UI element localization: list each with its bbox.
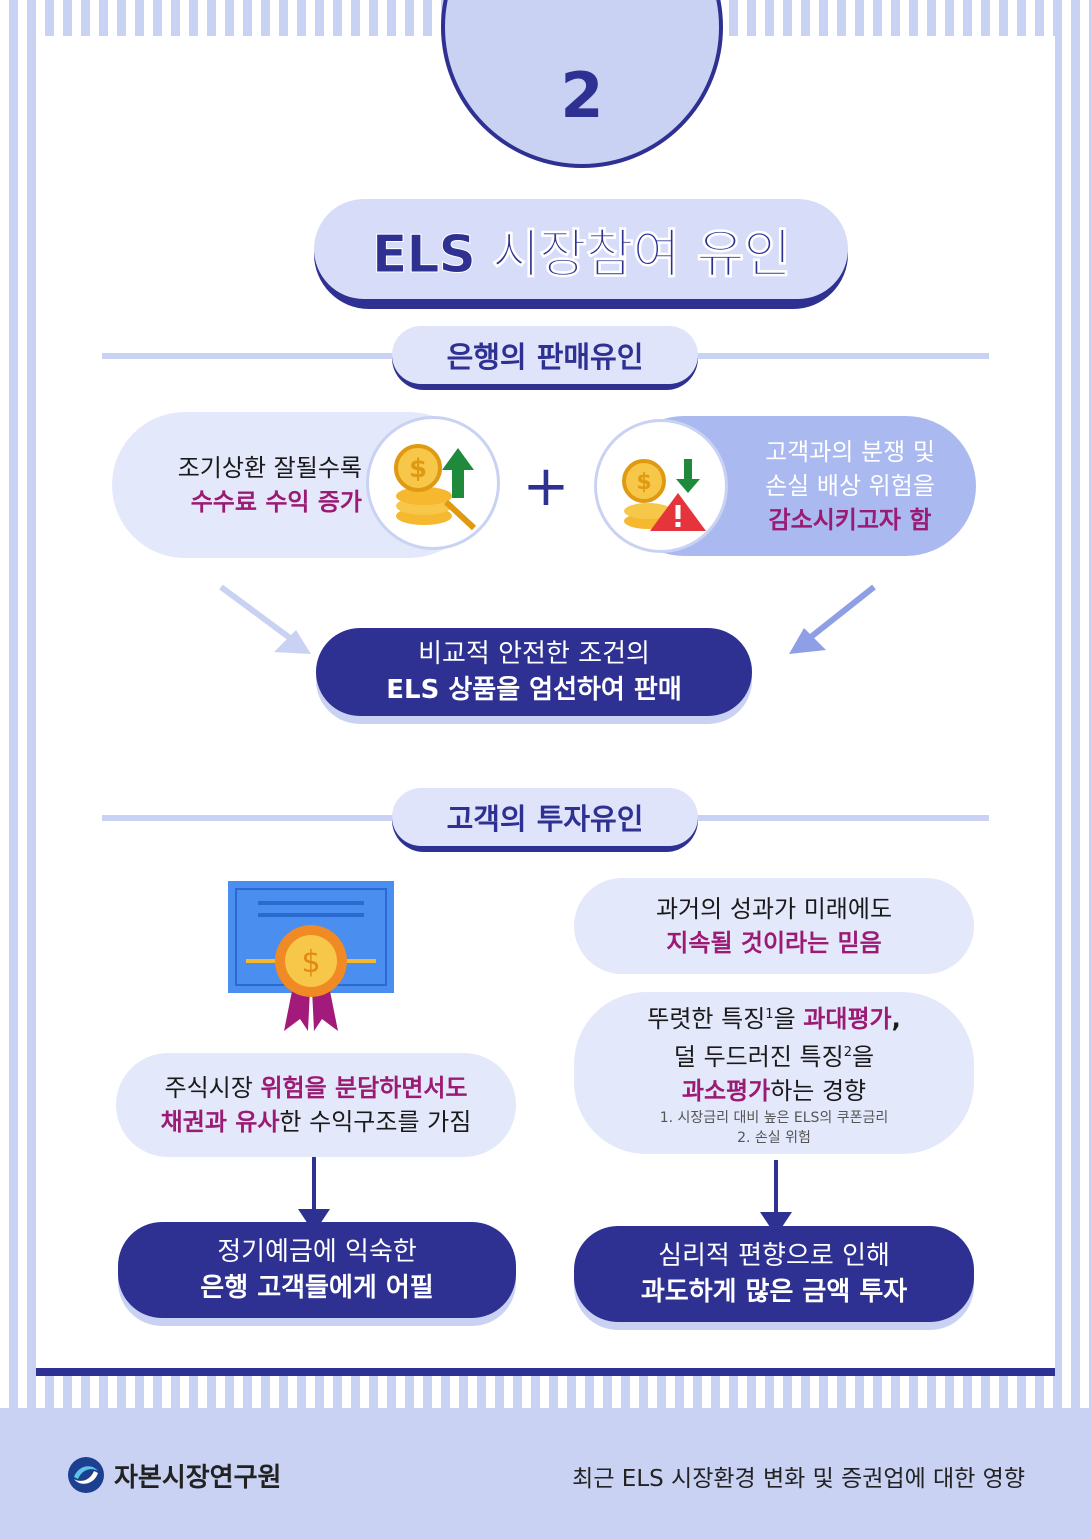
- svg-text:$: $: [409, 454, 427, 484]
- bias-note2: 2. 손실 위험: [737, 1130, 811, 1146]
- org-logo: 자본시장연구원: [66, 1455, 281, 1495]
- belief-line1: 과거의 성과가 미래에도: [655, 895, 893, 923]
- svg-text:$: $: [636, 470, 651, 495]
- belief-line2: 지속될 것이라는 믿음: [666, 929, 882, 957]
- risk-sharing-line2: 채권과 유사한 수익구조를 가짐: [160, 1108, 472, 1136]
- bias-line2: 덜 두드러진 특징2을: [673, 1043, 875, 1071]
- org-name: 자본시장연구원: [114, 1462, 282, 1493]
- risk-line3: 감소시키고자 함: [768, 506, 932, 534]
- left-result-line1: 정기예금에 익숙한: [217, 1237, 417, 1267]
- fee-line1: 조기상환 잘될수록: [177, 454, 362, 482]
- arrow-down-right: [760, 1160, 792, 1236]
- risk-line1: 고객과의 분쟁 및: [765, 438, 935, 466]
- section-number: 2: [560, 59, 604, 132]
- belief-bubble: 과거의 성과가 미래에도 지속될 것이라는 믿음: [574, 878, 974, 974]
- bank-result-line2: ELS 상품을 엄선하여 판매: [386, 675, 682, 705]
- svg-text:$: $: [301, 945, 320, 980]
- content-panel: 2 ELS 시장참여 유인 은행의 판매유인 조기상환 잘될수록 수수료 수익 …: [36, 0, 1055, 1376]
- bank-result-pill: 비교적 안전한 조건의 ELS 상품을 엄선하여 판매: [316, 628, 752, 724]
- arrow-down-left: [298, 1157, 330, 1233]
- bias-line1: 뚜렷한 특징1을 과대평가,: [647, 1005, 901, 1033]
- bank-result-line1: 비교적 안전한 조건의: [418, 639, 650, 669]
- page-title: ELS 시장참여 유인: [371, 224, 791, 285]
- right-result-line2: 과도하게 많은 금액 투자: [640, 1277, 908, 1307]
- coin-growth-icon: $: [366, 416, 500, 550]
- risk-line2: 손실 배상 위험을: [765, 472, 935, 500]
- section-number-badge: 2: [441, 0, 723, 168]
- customer-section-heading: 고객의 투자유인: [392, 788, 698, 852]
- certificate-icon: $: [228, 881, 394, 1031]
- bias-note1: 1. 시장금리 대비 높은 ELS의 쿠폰금리: [659, 1110, 889, 1126]
- coin-warning-icon: $: [594, 419, 728, 553]
- right-result-line1: 심리적 편향으로 인해: [658, 1241, 890, 1271]
- arrow-right-down: [789, 584, 876, 654]
- plus-sign: +: [522, 454, 570, 519]
- footer-bar: [0, 1408, 1091, 1539]
- left-result-line2: 은행 고객들에게 어필: [200, 1273, 434, 1303]
- fee-line2: 수수료 수익 증가: [190, 488, 362, 516]
- title-pill: ELS 시장참여 유인: [314, 199, 848, 309]
- risk-sharing-bubble: 주식시장 위험을 분담하면서도 채권과 유사한 수익구조를 가짐: [116, 1053, 516, 1157]
- bank-section-heading: 은행의 판매유인: [392, 326, 698, 390]
- logo-icon: [68, 1457, 104, 1493]
- arrow-left-down: [219, 584, 311, 654]
- customer-left-result-pill: 정기예금에 익숙한 은행 고객들에게 어필: [118, 1222, 516, 1326]
- bias-line3: 과소평가하는 경향: [681, 1077, 867, 1105]
- customer-right-result-pill: 심리적 편향으로 인해 과도하게 많은 금액 투자: [574, 1226, 974, 1330]
- report-title: 최근 ELS 시장환경 변화 및 증권업에 대한 영향: [572, 1466, 1025, 1492]
- risk-sharing-line1: 주식시장 위험을 분담하면서도: [164, 1074, 468, 1102]
- bias-bubble: 뚜렷한 특징1을 과대평가, 덜 두드러진 특징2을 과소평가하는 경향 1. …: [574, 992, 974, 1154]
